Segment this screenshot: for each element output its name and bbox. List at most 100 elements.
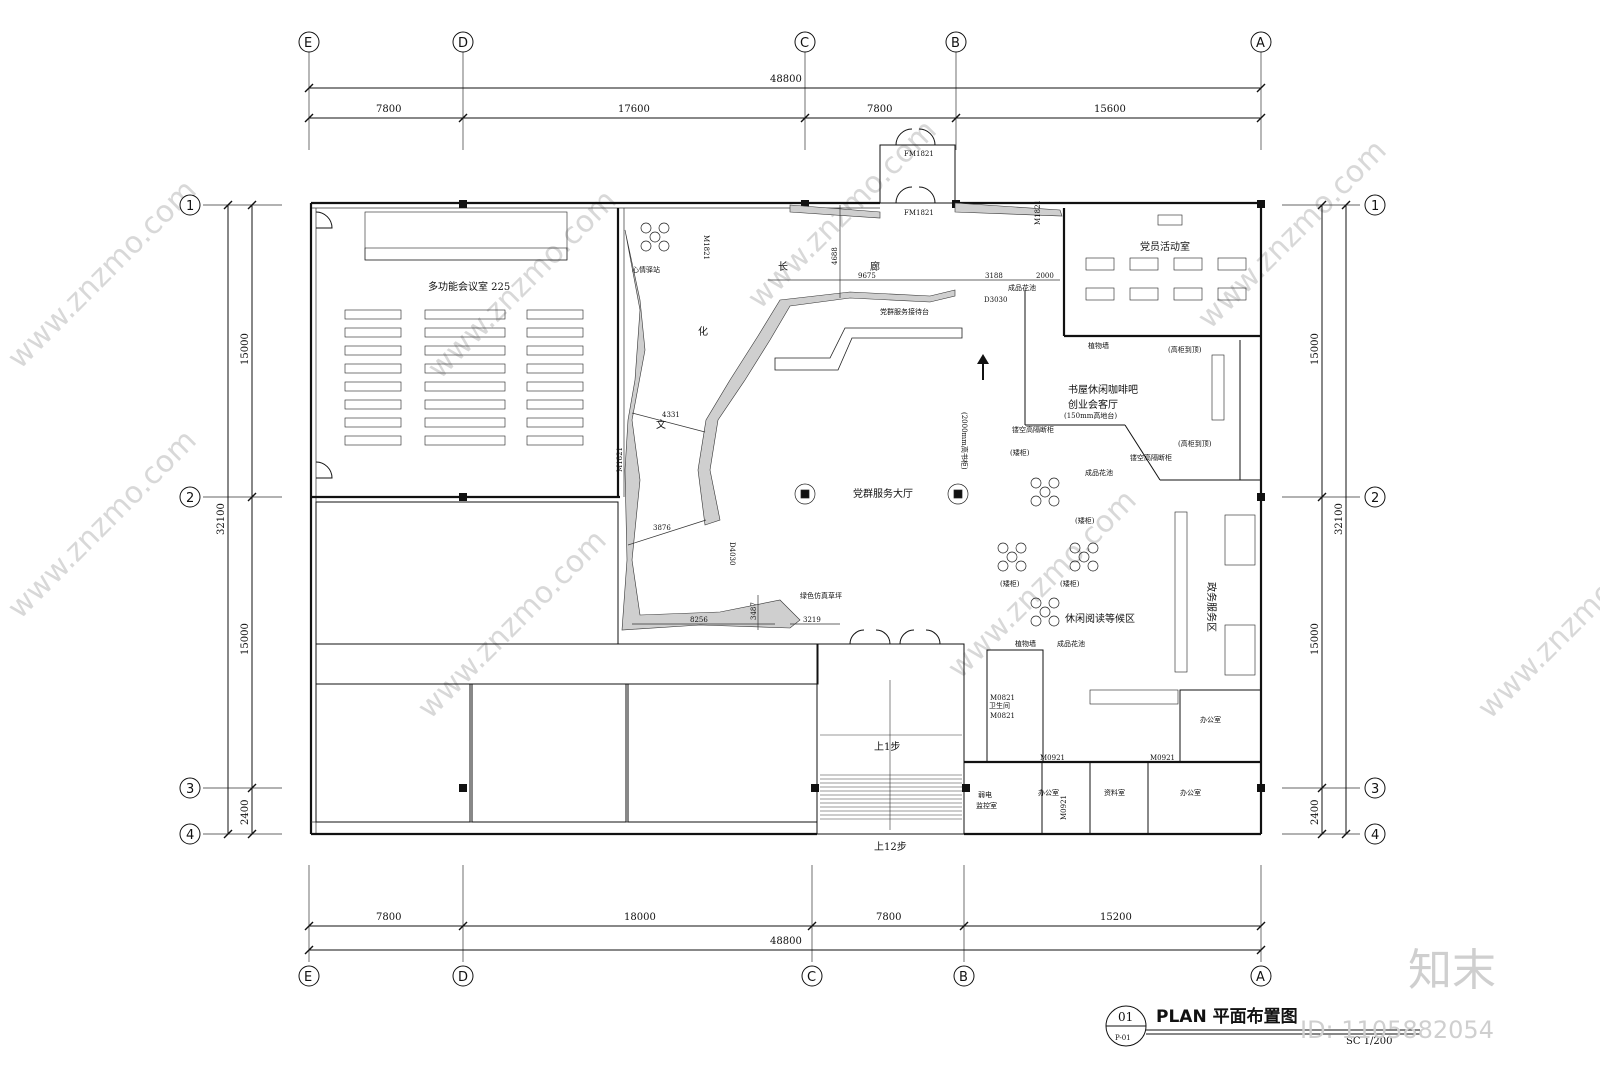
dim-label: 3188 <box>985 272 1003 280</box>
corridor-char: 文 <box>656 418 666 431</box>
grid-label: 4 <box>1371 828 1379 843</box>
room-label-conference: 多功能会议室 225 <box>428 280 510 293</box>
lounge-seating <box>640 222 1099 627</box>
grid-bubbles-bottom: E D C B A <box>298 965 1272 987</box>
room-label-archive: 资料室 <box>1104 788 1125 797</box>
note-low-cabinet: (矮柜) <box>1010 448 1030 457</box>
room-label-office: 办公室 <box>1180 788 1201 797</box>
grid-label: 3 <box>186 782 194 797</box>
room-label-startup: 创业会客厅 <box>1068 398 1118 411</box>
dim-segment: 18000 <box>624 912 656 923</box>
grid-label: D <box>458 970 468 985</box>
dim-label: 9675 <box>858 272 876 280</box>
note-low-cabinet: (矮柜) <box>1075 516 1095 525</box>
grid-bubbles-right: 1 2 3 4 <box>1364 194 1386 845</box>
dimension-top: 48800 7800 17600 7800 15600 <box>304 74 1266 123</box>
grid-label: 3 <box>1371 782 1379 797</box>
room-label-office: 办公室 <box>1038 788 1059 797</box>
brand-watermark: 知末 ID: 1105882054 <box>1300 945 1496 1044</box>
dim-label: 4331 <box>662 411 680 419</box>
dim-segment: 15200 <box>1100 912 1132 923</box>
door-tag: D3030 <box>984 296 1007 304</box>
sheet-number: P-01 <box>1115 1034 1131 1042</box>
dim-label: 4688 <box>831 247 839 265</box>
door-tag: M0821 <box>990 694 1015 702</box>
note-partition: 镂空高隔断柜 <box>1012 425 1054 434</box>
annotation-notes: 成品花池 成品花池 成品花池 植物墙 植物墙 镂空高隔断柜 镂空高隔断柜 (高柜… <box>800 283 1212 648</box>
grid-label: 2 <box>186 491 194 506</box>
service-counters <box>1089 354 1256 705</box>
room-label-heart-station: 心情驿站 <box>632 265 660 274</box>
grid-label: 4 <box>186 828 194 843</box>
grid-label: A <box>1256 36 1265 51</box>
dim-segment: 7800 <box>876 912 901 923</box>
dim-segment: 15000 <box>1310 333 1321 365</box>
door-tag: M0921 <box>1040 754 1065 762</box>
dim-label: 2000 <box>1036 272 1054 280</box>
corridor-char: 化 <box>698 325 708 338</box>
dim-label: 8256 <box>690 616 708 624</box>
grid-label: C <box>800 36 809 51</box>
door-tag: M0921 <box>1150 754 1175 762</box>
grid-label: D <box>458 36 468 51</box>
culture-corridor-wall <box>621 202 1063 631</box>
dim-total: 48800 <box>770 936 802 947</box>
room-label-party-room: 党员活动室 <box>1140 240 1190 253</box>
dim-segment: 15000 <box>240 623 251 655</box>
door-tag: FM1821 <box>904 150 934 158</box>
dim-label: 3876 <box>653 524 671 532</box>
grid-label: 1 <box>186 199 194 214</box>
grid-label: B <box>959 970 968 985</box>
grid-label: B <box>951 36 960 51</box>
corridor-char: 廊 <box>870 260 880 273</box>
note-flower-box: 成品花池 <box>1085 468 1113 477</box>
note-plant-wall: 植物墙 <box>1088 341 1109 350</box>
watermark-text: www.znzmo.com <box>1191 133 1394 336</box>
room-label-bookbar: 书屋休闲咖啡吧 <box>1068 383 1138 396</box>
drawing-title: PLAN 平面布置图 <box>1156 1006 1298 1027</box>
door-swings <box>315 128 941 645</box>
dimension-bottom: 7800 18000 7800 15200 48800 <box>304 912 1266 955</box>
dimension-left: 32100 15000 15000 2400 <box>216 200 257 839</box>
party-room-tables <box>1085 214 1247 301</box>
door-tag: FM1821 <box>904 209 934 217</box>
grid-label: C <box>807 970 816 985</box>
conference-seating <box>344 211 584 446</box>
room-label-service: 政务服务区 <box>1205 582 1218 632</box>
grid-lines <box>203 52 1360 962</box>
dim-segment: 17600 <box>618 104 650 115</box>
room-label-hall: 党群服务大厅 <box>853 487 913 500</box>
dim-total: 32100 <box>1334 503 1345 535</box>
door-tags: FM1821 FM1821 M1821 M1821 M1821 D3030 D4… <box>616 150 1175 820</box>
dim-segment: 2400 <box>240 800 251 825</box>
grid-bubbles-left: 1 2 3 4 <box>179 194 201 845</box>
stairs-label: 上1步 <box>874 741 900 753</box>
room-label-monitor: 监控室 <box>976 801 997 810</box>
door-tag: D4030 <box>728 542 736 565</box>
brand-logo: 知末 <box>1408 945 1496 996</box>
note-flower-box: 成品花池 <box>1008 283 1036 292</box>
dim-segment: 2400 <box>1310 800 1321 825</box>
grid-bubbles-top: E D C B A <box>298 31 1272 53</box>
note-plant-wall: 植物墙 <box>1015 639 1036 648</box>
watermark-text: www.znzmo.com <box>1 173 204 376</box>
grid-label: 2 <box>1371 491 1379 506</box>
image-id-label: ID: 1105882054 <box>1300 1016 1494 1044</box>
dim-segment: 15000 <box>1310 623 1321 655</box>
grid-label: E <box>304 970 312 985</box>
watermark-text: www.znzmo.com <box>1471 523 1600 726</box>
note-bookcase: (2000mm高书柜) <box>960 412 969 470</box>
dim-label: 3487 <box>750 602 758 620</box>
note-high-cabinet: (高柜到顶) <box>1168 345 1202 354</box>
stairs <box>820 680 962 830</box>
watermark-text: www.znzmo.com <box>1 423 204 626</box>
room-label-reception: 党群服务接待台 <box>880 307 929 316</box>
room-labels: 多功能会议室 225 心情驿站 党员活动室 党群服务接待台 党群服务大厅 书屋休… <box>428 240 1221 853</box>
reception-desk <box>774 327 963 371</box>
door-tag: M0921 <box>1060 795 1068 820</box>
room-label-platform: (150mm高地台) <box>1064 411 1117 420</box>
entry-arrow-icon <box>977 354 989 380</box>
door-tag: M0821 <box>990 712 1015 720</box>
note-high-cabinet: (高柜到顶) <box>1178 439 1212 448</box>
